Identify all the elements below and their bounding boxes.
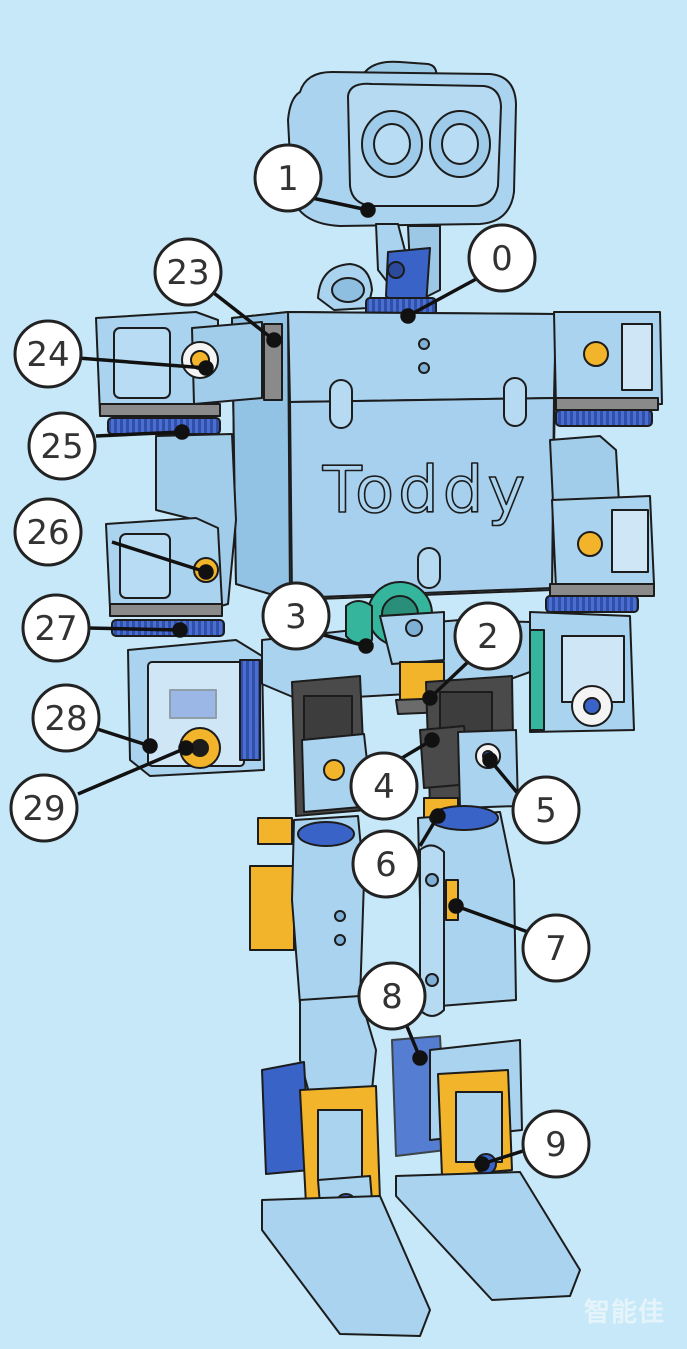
left-leg: [249, 815, 431, 1337]
callout-7: 7: [521, 913, 591, 983]
svg-text:29: 29: [22, 789, 65, 829]
right-arm: [529, 311, 663, 733]
svg-text:23: 23: [166, 253, 209, 293]
callout-1: 1: [253, 143, 323, 213]
callout-25: 25: [27, 411, 97, 481]
svg-text:4: 4: [373, 767, 395, 807]
callout-23: 23: [153, 237, 223, 307]
head: [287, 60, 517, 227]
callout-6: 6: [351, 829, 421, 899]
svg-text:26: 26: [26, 513, 69, 553]
watermark: 智能佳: [583, 1298, 665, 1328]
neck: [317, 223, 441, 317]
left-arm: [95, 311, 265, 777]
callout-3: 3: [261, 581, 331, 651]
callout-27: 27: [21, 593, 91, 663]
callout-8: 8: [357, 961, 427, 1031]
svg-text:0: 0: [491, 239, 513, 279]
callout-5: 5: [511, 775, 581, 845]
svg-text:25: 25: [40, 427, 83, 467]
svg-text:27: 27: [34, 609, 77, 649]
svg-text:6: 6: [375, 845, 397, 885]
right-leg: [391, 797, 581, 1301]
svg-text:8: 8: [381, 977, 403, 1017]
svg-text:7: 7: [545, 929, 567, 969]
svg-text:28: 28: [44, 699, 87, 739]
svg-text:5: 5: [535, 791, 557, 831]
svg-text:1: 1: [277, 159, 299, 199]
callout-28: 28: [31, 683, 101, 753]
callout-24: 24: [13, 319, 83, 389]
callout-4: 4: [349, 751, 419, 821]
callout-0: 0: [467, 223, 537, 293]
torso: Toddy: [231, 311, 557, 601]
callout-29: 29: [9, 773, 79, 843]
callout-2: 2: [453, 601, 523, 671]
callout-9: 9: [521, 1109, 591, 1179]
svg-text:3: 3: [285, 597, 307, 637]
hip-servos: [291, 675, 519, 817]
svg-text:24: 24: [26, 335, 69, 375]
svg-text:2: 2: [477, 617, 499, 657]
toddy-logo-text: Toddy: [322, 454, 530, 528]
leader-lines: [77, 196, 529, 1172]
callout-26: 26: [13, 497, 83, 567]
svg-text:9: 9: [545, 1125, 567, 1165]
